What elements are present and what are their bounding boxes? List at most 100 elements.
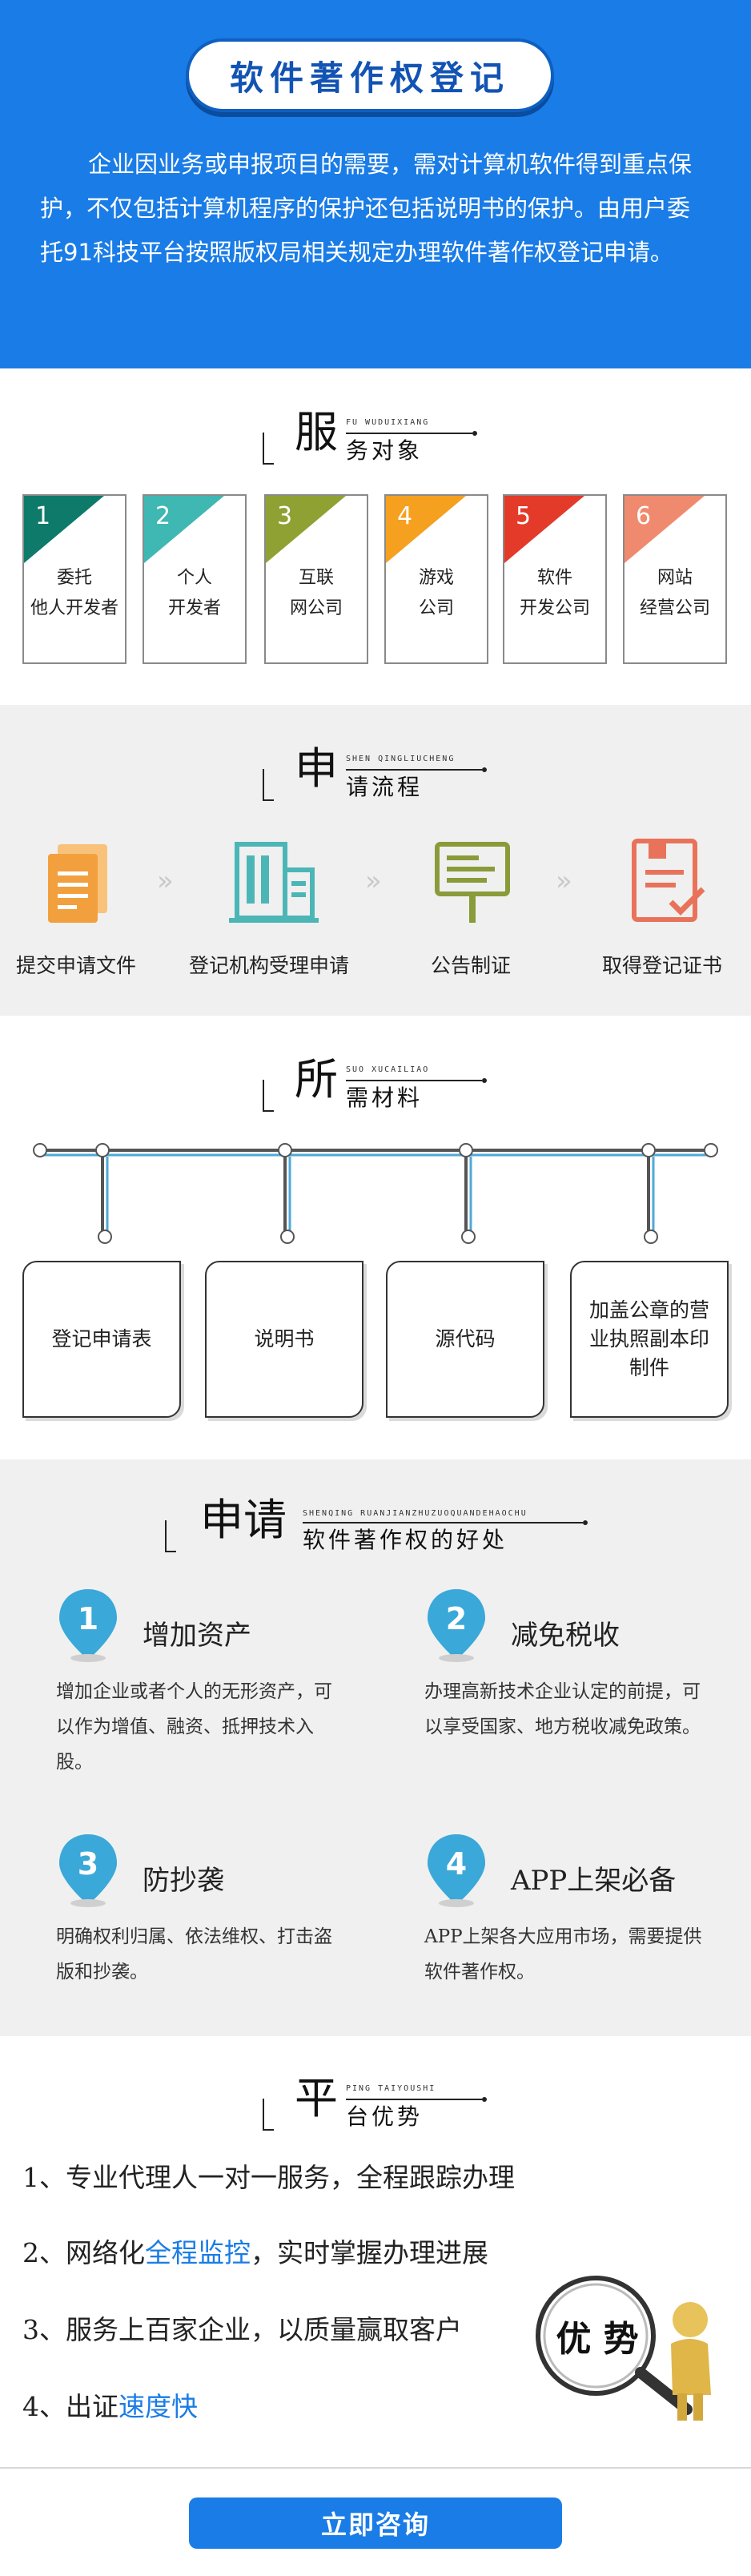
step-label: 登记机构受理申请 — [189, 954, 350, 977]
advantage-text: 3、服务上百家企业，以质量赢取客户 — [22, 2314, 462, 2345]
card-label: 个人开发者 — [144, 563, 245, 624]
heading-pinyin: SUO XUCAILIAO — [346, 1065, 430, 1074]
card-label-line: 公司 — [418, 598, 454, 618]
service-card: 3 互联网公司 — [264, 494, 368, 664]
heading-bracket — [263, 1080, 274, 1112]
heading-pinyin: FU WUDUIXIANG — [346, 418, 430, 427]
card-number: 6 — [636, 502, 652, 530]
heading-rule — [303, 1522, 583, 1523]
material-item: 说明书 — [205, 1261, 363, 1418]
card-label-line: 他人开发者 — [30, 598, 118, 618]
heading-rule — [346, 2099, 482, 2100]
heading-big-char: 所 — [295, 1054, 338, 1105]
heading-big-char: 申 — [295, 743, 338, 794]
heading-small-text: 请流程 — [346, 774, 424, 800]
chevron-right-icon: » — [157, 865, 174, 897]
heading-dot — [482, 767, 487, 772]
card-label: 互联网公司 — [266, 563, 367, 624]
card-number: 1 — [35, 502, 51, 530]
benefit-description: APP上架各大应用市场，需要提供软件著作权。 — [424, 1926, 702, 1982]
card-label-line: 网公司 — [289, 598, 343, 618]
step-label: 公告制证 — [431, 954, 512, 977]
benefit-description: 明确权利归属、依法维权、打击盗版和抄袭。 — [56, 1926, 332, 1982]
card-label-line: 软件 — [536, 568, 572, 588]
heading-dot — [472, 431, 477, 436]
benefit-number: 3 — [78, 1846, 98, 1882]
map-pin-icon: 3 — [59, 1834, 117, 1907]
card-number: 3 — [277, 502, 293, 530]
heading-small-text: 软件著作权的好处 — [303, 1527, 508, 1553]
heading-dot — [482, 1078, 487, 1083]
service-card: 1 委托他人开发者 — [22, 494, 127, 664]
heading-bracket — [263, 769, 274, 801]
card-corner-triangle — [266, 496, 346, 563]
section-heading-platform: 平 PING TAIYOUSHI 台优势 — [263, 2073, 503, 2137]
material-item: 登记申请表 — [22, 1261, 181, 1418]
card-label-line: 开发者 — [167, 598, 221, 618]
platform-advantage-item: 1、专业代理人一对一服务，全程跟踪办理 — [22, 2156, 515, 2195]
advantage-text: 1、专业代理人一对一服务，全程跟踪办理 — [22, 2162, 515, 2193]
heading-big-char: 平 — [295, 2073, 338, 2123]
heading-rule — [346, 769, 482, 771]
hero-banner: 软件著作权登记 企业因业务或申报项目的需要，需对计算机软件得到重点保护，不仅包括… — [0, 0, 751, 368]
card-label-line: 网站 — [657, 568, 693, 588]
building-icon — [229, 842, 319, 923]
card-corner-triangle — [144, 496, 224, 563]
heading-rule — [346, 1080, 482, 1081]
heading-small-text: 需材料 — [346, 1085, 424, 1111]
heading-rule — [346, 433, 472, 434]
step-label: 取得登记证书 — [602, 954, 723, 977]
section-heading-process: 申 SHEN QINGLIUCHENG 请流程 — [263, 743, 503, 807]
highlighted-text: 速度快 — [118, 2391, 198, 2422]
card-corner-triangle — [504, 496, 584, 563]
heading-pinyin: PING TAIYOUSHI — [346, 2084, 436, 2093]
advantage-text: 4、出证 — [22, 2391, 118, 2422]
benefit-description: 增加企业或者个人的无形资产，可以作为增值、融资、抵押技术入股。 — [56, 1681, 332, 1773]
hero-description: 企业因业务或申报项目的需要，需对计算机软件得到重点保护，不仅包括计算机程序的保护… — [40, 151, 693, 266]
card-number: 5 — [516, 502, 532, 530]
heading-pinyin: SHEN QINGLIUCHENG — [346, 755, 456, 763]
heading-dot — [583, 1520, 588, 1525]
card-corner-triangle — [386, 496, 466, 563]
benefit-description: 办理高新技术企业认定的前提，可以享受国家、地方税收减免政策。 — [424, 1681, 701, 1737]
process-section-bg — [0, 705, 751, 1016]
heading-pinyin: SHENQING RUANJIANZHUZUOQUANDEHAOCHU — [303, 1509, 528, 1518]
map-pin-icon: 2 — [428, 1589, 485, 1662]
consult-now-button[interactable]: 立即咨询 — [189, 2498, 562, 2549]
hero-title-pill: 软件著作权登记 — [186, 38, 554, 112]
footer-divider — [0, 2467, 751, 2469]
certificate-icon — [632, 839, 705, 922]
page-title: 软件著作权登记 — [229, 58, 510, 98]
advantage-text: ，实时掌握办理进展 — [251, 2237, 488, 2268]
section-heading-materials: 所 SUO XUCAILIAO 需材料 — [263, 1054, 503, 1118]
card-label-line: 互联 — [298, 568, 334, 588]
material-item: 加盖公章的营业执照副本印制件 — [570, 1261, 729, 1418]
card-label-line: 委托 — [56, 568, 92, 588]
benefit-title: APP上架必备 — [511, 1865, 677, 1897]
materials-connector-diagram — [33, 1143, 718, 1244]
heading-bracket — [263, 433, 274, 465]
card-label-line: 游戏 — [418, 568, 454, 588]
heading-dot — [482, 2097, 487, 2102]
card-label: 委托他人开发者 — [24, 563, 125, 624]
material-item: 源代码 — [386, 1261, 544, 1418]
benefit-number: 4 — [446, 1846, 467, 1882]
heading-big-char: 申请 — [200, 1495, 287, 1545]
platform-advantage-item: 3、服务上百家企业，以质量赢取客户 — [22, 2308, 462, 2347]
card-label-line: 开发公司 — [519, 598, 590, 618]
card-corner-triangle — [24, 496, 104, 563]
benefit-number: 2 — [446, 1601, 467, 1636]
heading-bracket — [263, 2099, 274, 2131]
advantage-text: 2、网络化 — [22, 2237, 145, 2268]
card-corner-triangle — [624, 496, 705, 563]
service-card: 5 软件开发公司 — [503, 494, 607, 664]
heading-big-char: 服 — [295, 407, 338, 457]
card-label: 软件开发公司 — [504, 563, 605, 624]
heading-small-text: 务对象 — [346, 437, 424, 464]
benefit-title: 增加资产 — [143, 1620, 251, 1652]
chevron-right-icon: » — [365, 865, 382, 897]
chevron-right-icon: » — [556, 865, 572, 897]
